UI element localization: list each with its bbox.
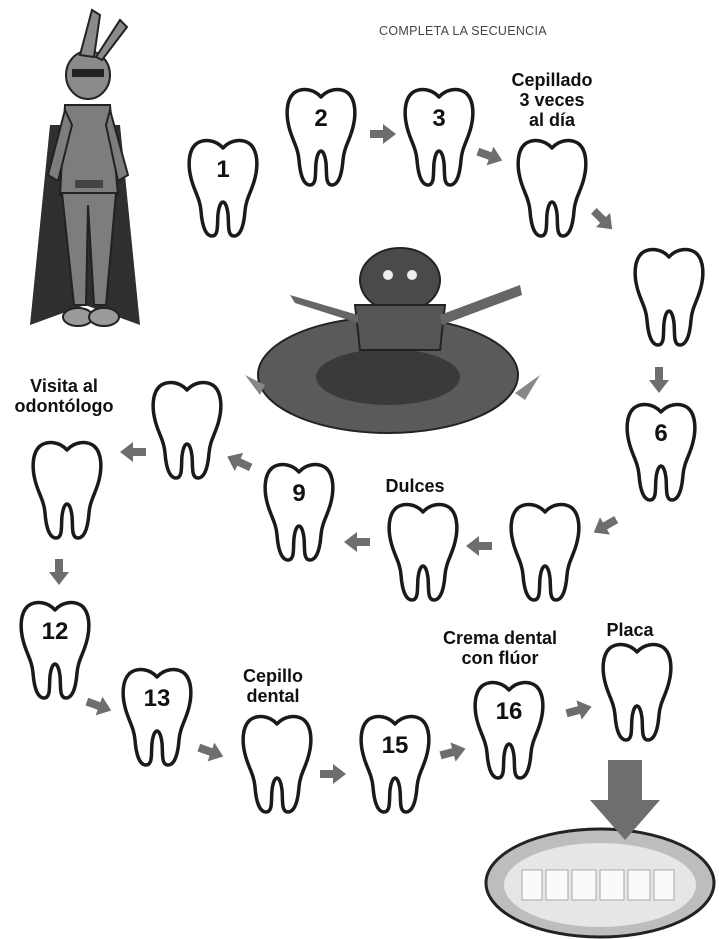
arrow-icon: [438, 739, 468, 765]
label-placa: Placa: [590, 620, 670, 640]
tooth-icon: [472, 678, 546, 782]
plaque-monster: [240, 225, 550, 440]
tooth-icon: [30, 438, 104, 542]
label-crema: Crema dental con flúor: [425, 628, 575, 668]
tooth-icon: [150, 378, 224, 482]
label-dulces: Dulces: [360, 476, 470, 496]
arrow-icon: [587, 204, 620, 237]
tooth-15: 15: [358, 712, 432, 816]
arrow-icon: [223, 447, 255, 476]
tooth-icon: [186, 136, 260, 240]
tooth-5: [632, 245, 706, 349]
tooth-3: 3: [402, 85, 476, 189]
tooth-icon: [240, 712, 314, 816]
tooth-4: [515, 136, 589, 240]
tooth-icon: [600, 640, 674, 744]
tooth-icon: [358, 712, 432, 816]
arrow-icon: [466, 536, 492, 556]
tooth-8: [386, 500, 460, 604]
tooth-6: 6: [624, 400, 698, 504]
tooth-icon: [386, 500, 460, 604]
label-visita: Visita al odontólogo: [0, 376, 128, 416]
arrow-icon: [649, 367, 669, 393]
tooth-11: [30, 438, 104, 542]
arrow-icon: [195, 738, 226, 766]
tooth-12: 12: [18, 598, 92, 702]
tooth-7: [508, 500, 582, 604]
arrow-icon: [344, 532, 370, 552]
tooth-icon: [284, 85, 358, 189]
arrow-icon: [589, 511, 622, 541]
tooth-icon: [515, 136, 589, 240]
arrow-icon: [83, 692, 114, 720]
tooth-icon: [262, 460, 336, 564]
tooth-16: 16: [472, 678, 546, 782]
label-cepillado: Cepillado 3 veces al día: [492, 70, 612, 130]
label-cepillo: Cepillo dental: [218, 666, 328, 706]
tooth-13: 13: [120, 665, 194, 769]
big-arrow-down-icon: [590, 760, 660, 840]
tooth-icon: [18, 598, 92, 702]
tooth-icon: [508, 500, 582, 604]
arrow-icon: [49, 559, 69, 585]
arrow-icon: [564, 697, 594, 723]
tooth-icon: [624, 400, 698, 504]
worksheet-title: COMPLETA LA SECUENCIA: [379, 24, 547, 38]
arrow-icon: [370, 124, 396, 144]
arrow-icon: [320, 764, 346, 784]
tooth-icon: [632, 245, 706, 349]
tooth-10: [150, 378, 224, 482]
tooth-14: [240, 712, 314, 816]
tooth-icon: [120, 665, 194, 769]
tooth-2: 2: [284, 85, 358, 189]
arrow-icon: [120, 442, 146, 462]
superhero-rabbit: [10, 5, 160, 335]
arrow-icon: [474, 142, 505, 170]
tooth-9: 9: [262, 460, 336, 564]
tooth-1: 1: [186, 136, 260, 240]
tooth-17: [600, 640, 674, 744]
tooth-icon: [402, 85, 476, 189]
